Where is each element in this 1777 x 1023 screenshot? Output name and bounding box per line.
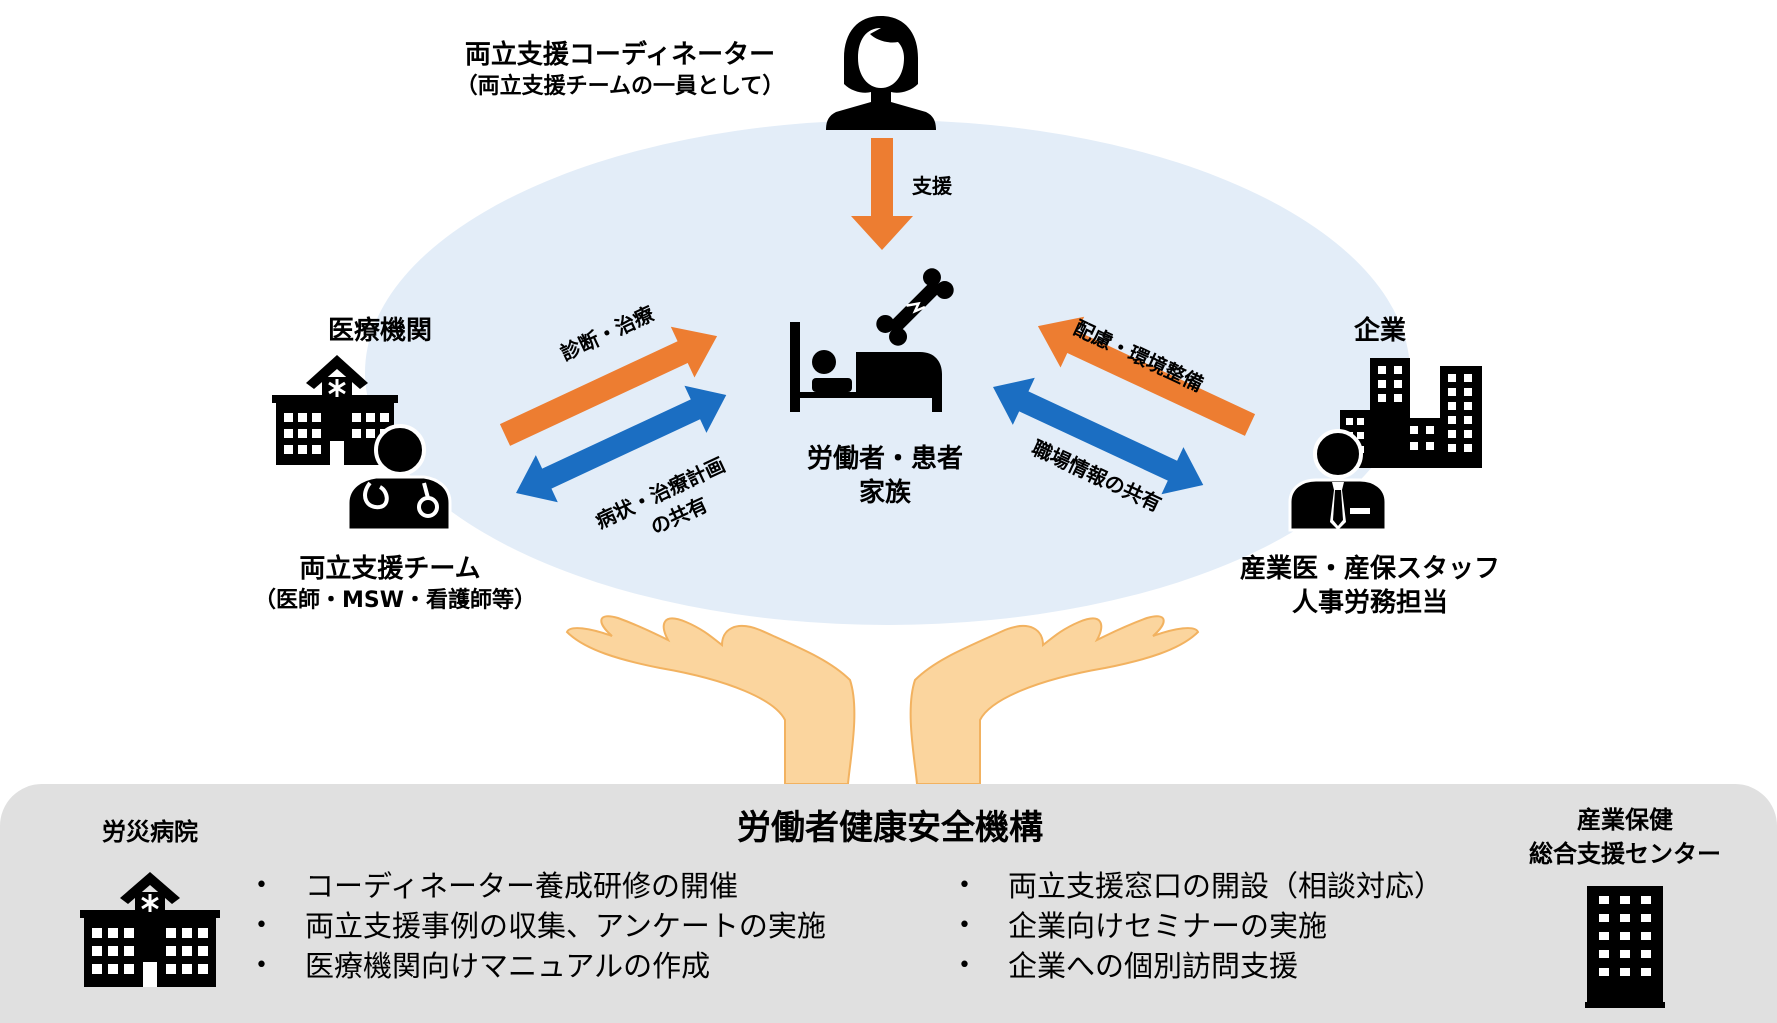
businessman-icon — [1288, 429, 1388, 532]
coordinator-title: 両立支援コーディネーター — [464, 40, 776, 70]
woman-icon — [826, 16, 936, 130]
johas-activities-left: • コーディネーター養成研修の開催 • 両立支援事例の収集、アンケートの実施 • 医療… — [255, 866, 826, 986]
list-item-text: 企業への個別訪問支援 — [1008, 949, 1299, 983]
company-staff-line1: 産業医・産保スタッフ — [1239, 554, 1500, 584]
medical-title: 医療機関 — [327, 316, 432, 346]
company-staff-line2: 人事労務担当 — [1291, 588, 1448, 618]
bone-icon — [876, 268, 954, 346]
list-item: • 医療機関向けマニュアルの作成 — [255, 946, 826, 986]
rosai-hospital-label: 労災病院 — [102, 818, 198, 846]
list-item-text: 両立支援事例の収集、アンケートの実施 — [305, 909, 826, 943]
list-item: • 企業への個別訪問支援 — [958, 946, 1443, 986]
sanpo-center-line2: 総合支援センター — [1529, 840, 1721, 868]
list-item: • 両立支援事例の収集、アンケートの実施 — [255, 906, 826, 946]
list-item: • コーディネーター養成研修の開催 — [255, 866, 826, 906]
list-item: • 両立支援窓口の開設（相談対応） — [958, 866, 1443, 906]
list-item-text: コーディネーター養成研修の開催 — [305, 869, 738, 903]
bullet-mark: • — [958, 873, 971, 898]
bullet-mark: • — [255, 913, 268, 938]
office-buildings-icon — [1340, 358, 1482, 468]
list-item-text: 企業向けセミナーの実施 — [1008, 909, 1328, 943]
list-item: • 企業向けセミナーの実施 — [958, 906, 1443, 946]
patient-line2: 家族 — [858, 478, 911, 508]
patient-line1: 労働者・患者 — [806, 444, 963, 474]
support-label: 支援 — [912, 174, 952, 198]
sanpo-center-line1: 産業保健 — [1577, 806, 1673, 834]
coordinator-subtitle: （両立支援チームの一員として） — [455, 74, 785, 99]
johas-title: 労働者健康安全機構 — [737, 808, 1043, 848]
bullet-mark: • — [958, 953, 971, 978]
small-hospital-icon — [80, 872, 220, 987]
bullet-mark: • — [255, 953, 268, 978]
company-title: 企業 — [1353, 316, 1406, 346]
organization-panel — [0, 784, 1777, 1023]
list-item-text: 医療機関向けマニュアルの作成 — [305, 949, 711, 983]
team-subtitle: （医師・MSW・看護師等） — [253, 588, 536, 613]
bullet-mark: • — [958, 913, 971, 938]
support-arrow — [851, 138, 913, 250]
bullet-mark: • — [255, 873, 268, 898]
patient-bed-icon — [790, 322, 942, 412]
johas-activities-right: • 両立支援窓口の開設（相談対応） • 企業向けセミナーの実施 • 企業への個別訪問支… — [958, 866, 1443, 986]
tall-building-icon — [1585, 886, 1665, 1008]
list-item-text: 両立支援窓口の開設（相談対応） — [1008, 869, 1444, 903]
hospital-icon — [272, 355, 398, 465]
doctor-icon — [346, 424, 452, 532]
team-title: 両立支援チーム — [299, 554, 481, 584]
